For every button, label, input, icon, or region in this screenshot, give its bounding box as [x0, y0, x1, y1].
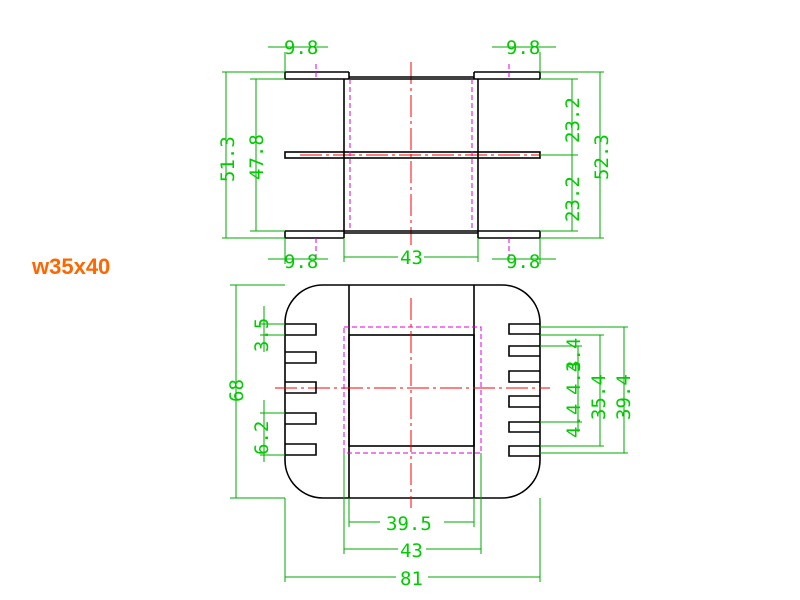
bottom-flange: [284, 230, 541, 239]
dim-overall-height-right: 52.3: [591, 134, 613, 180]
dim-window-height: 35.4: [588, 374, 610, 420]
dim-lower-bay-right: 23.2: [562, 176, 584, 222]
dim-right-span-a: 4.4: [563, 361, 585, 395]
dim-inner-height-left: 47.8: [246, 134, 268, 180]
base-outline: [284, 284, 541, 499]
dim-overall-height: 68: [226, 379, 248, 402]
dim-overall-width: 81: [400, 568, 423, 590]
dim-right-pitch: 3.4: [563, 338, 585, 372]
dim-upper-bay-right: 23.2: [562, 97, 584, 143]
dim-flange-top-right: 9.8: [506, 37, 540, 59]
dim-flange-top-left: 9.8: [284, 37, 318, 59]
top-view-dimensions: 68 3.5 6.2 3.4 4.4 4.4 35.4 39.4 39.5 43…: [226, 318, 635, 590]
top-flange: [284, 71, 541, 80]
right-pin-slots: [508, 323, 540, 457]
dim-pin-group-span: 6.2: [251, 421, 273, 455]
dim-top-body-width: 43: [400, 540, 423, 562]
dim-right-span-b: 4.4: [563, 404, 585, 438]
model-title: w35x40: [32, 254, 111, 279]
dim-pin-pitch: 3.5: [251, 318, 273, 352]
dim-overall-height-left: 51.3: [217, 136, 239, 182]
left-pin-slots: [285, 323, 317, 456]
dim-window-width: 39.5: [386, 513, 432, 535]
dim-flange-bottom-left: 9.8: [284, 251, 318, 273]
dim-outer-height: 39.4: [613, 374, 635, 420]
top-view: [230, 284, 628, 582]
side-view-dimensions: 9.8 9.8 9.8 9.8 43 51.3 47.8 23.2 23.2 5…: [217, 37, 613, 273]
dim-side-body-width: 43: [400, 247, 423, 269]
dim-flange-bottom-right: 9.8: [506, 251, 540, 273]
side-view: [222, 46, 604, 264]
hidden-outer-window: [343, 326, 482, 454]
